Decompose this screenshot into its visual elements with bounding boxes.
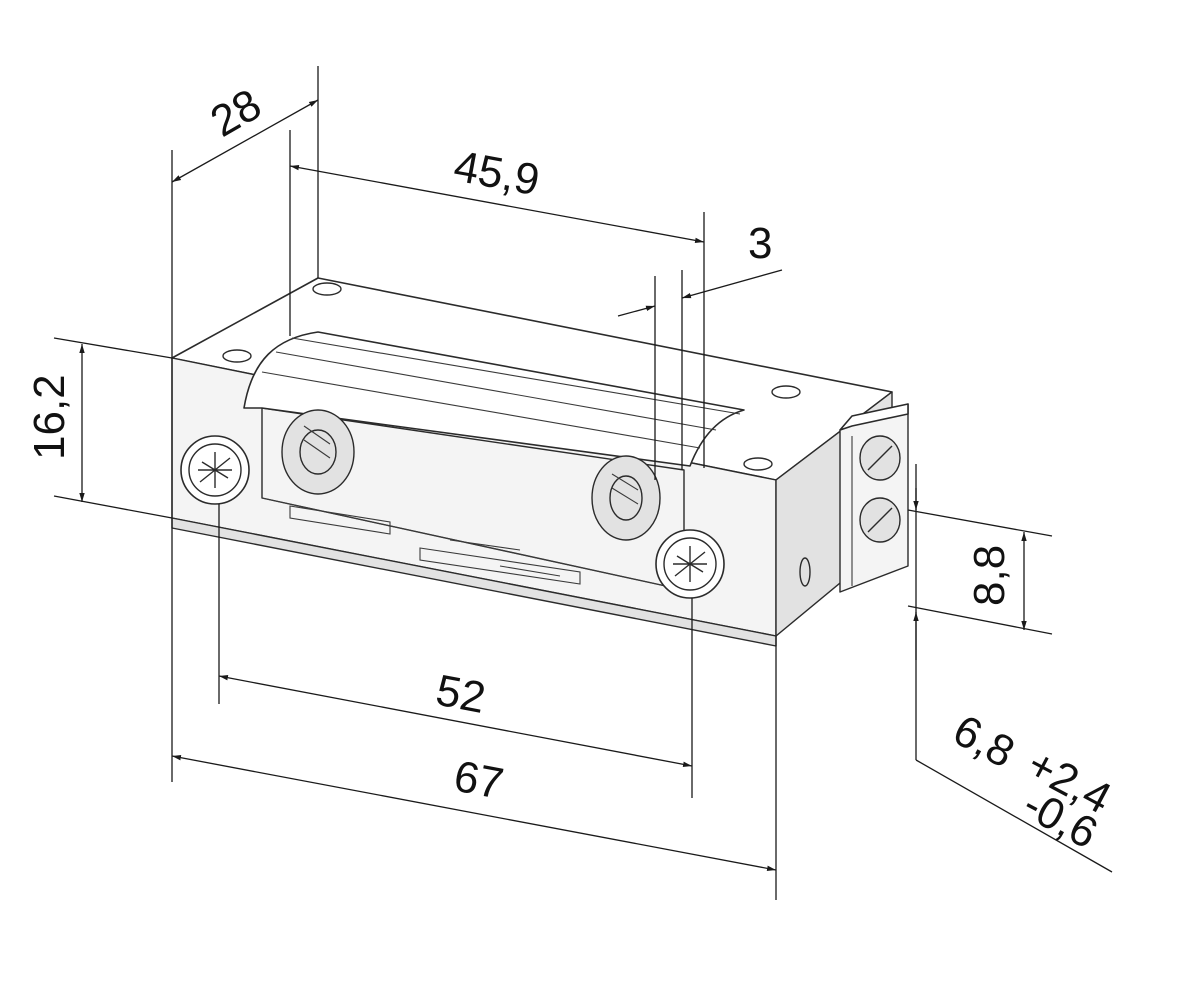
lower-rail (261, 497, 685, 591)
top-hole-back (312, 282, 342, 296)
terminal-block (839, 403, 909, 593)
roller-right (591, 455, 661, 541)
label-length: 67 (450, 752, 507, 809)
top-hole-left (222, 349, 252, 363)
roller-left (281, 409, 355, 495)
screw-left (180, 435, 250, 505)
strike-body (171, 277, 909, 647)
label-hole-spacing: 52 (432, 666, 489, 723)
dim-line-length (171, 755, 777, 871)
dim-line-opening (289, 164, 705, 244)
dim-line-lip-right (681, 269, 783, 299)
dimension-labels: 28 45,9 3 16,2 8,8 52 67 6,8 +2,4 -0,6 (25, 80, 1119, 859)
label-opening: 45,9 (450, 142, 543, 206)
dim-line-lip (617, 305, 656, 317)
screw-right (655, 529, 725, 599)
dim-line-hole-spacing (218, 675, 693, 767)
dim-line-depth (171, 99, 319, 183)
label-lip: 3 (748, 219, 772, 268)
latch-keeper (243, 331, 745, 467)
label-terminal-height: 8,8 (965, 545, 1014, 606)
dimension-lines (79, 99, 1027, 871)
top-hole-front (743, 457, 773, 471)
top-hole-right (771, 385, 801, 399)
label-depth: 28 (203, 80, 270, 147)
label-height: 16,2 (25, 374, 74, 460)
label-adjust-nominal: 6,8 (945, 706, 1022, 778)
end-face-hole (799, 557, 811, 587)
